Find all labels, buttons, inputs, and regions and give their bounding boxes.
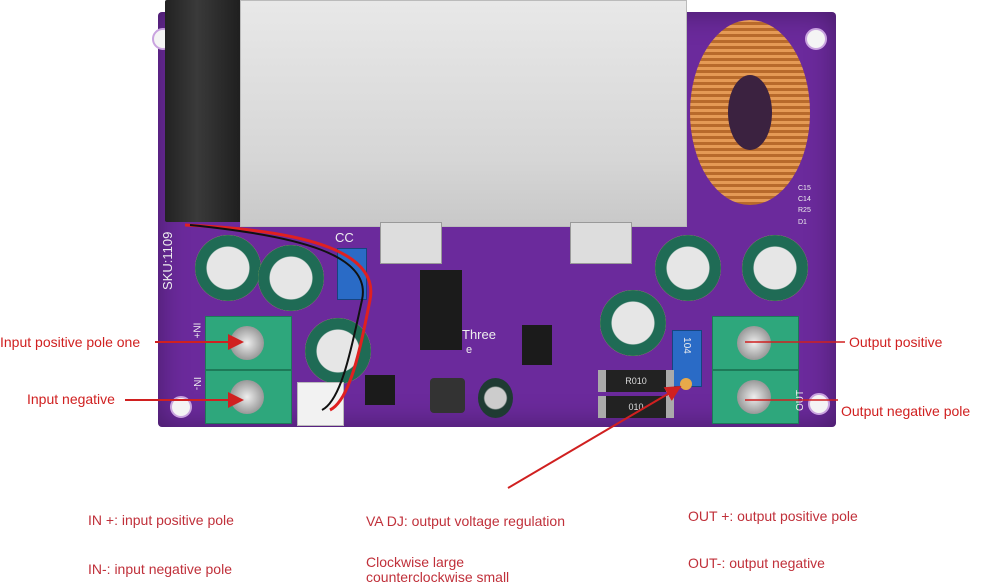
- callout-input-negative: Input negative: [27, 391, 115, 407]
- silk-overlay-text: Three: [462, 327, 496, 342]
- ic-chip: [365, 375, 395, 405]
- pot-adjust-screw[interactable]: [680, 378, 692, 390]
- legend-in-plus: IN +: input positive pole: [88, 512, 234, 528]
- silk-overlay-text-2: e: [466, 344, 473, 356]
- ic-chip: [420, 270, 462, 350]
- silk-cc: CC: [335, 230, 354, 245]
- mosfet-tab: [570, 222, 632, 264]
- capacitor: [655, 235, 721, 301]
- legend-out-plus: OUT +: output positive pole: [688, 508, 858, 524]
- capacitor: [195, 235, 261, 301]
- vadj-potentiometer[interactable]: [672, 330, 702, 387]
- capacitor: [600, 290, 666, 356]
- smd-inductor: [430, 378, 465, 413]
- legend-vadj: VA DJ: output voltage regulation: [366, 513, 565, 529]
- legend-vadj-note-2: counterclockwise small: [366, 569, 510, 585]
- input-negative-terminal: [205, 370, 292, 424]
- inductor-core: [728, 75, 772, 150]
- silk-c15: C15: [798, 185, 811, 192]
- capacitor: [742, 235, 808, 301]
- silk-c14: C14: [798, 196, 811, 203]
- callout-input-positive: Input positive pole one: [0, 334, 141, 350]
- mounting-hole: [808, 393, 830, 415]
- small-capacitor: [478, 378, 513, 418]
- heatsink: [240, 0, 687, 227]
- fan: [165, 0, 245, 222]
- legend-vadj-note-1: Clockwise large: [366, 554, 465, 570]
- ic-chip: [522, 325, 552, 365]
- mounting-hole: [805, 28, 827, 50]
- legend-out-minus: OUT-: output negative: [688, 555, 825, 571]
- mosfet-tab: [380, 222, 442, 264]
- legend-in-minus: IN-: input negative pole: [88, 561, 232, 577]
- output-positive-terminal: [712, 316, 799, 370]
- shunt-resistor: R010: [598, 370, 674, 392]
- silk-r25: R25: [798, 207, 811, 214]
- callout-output-positive: Output positive: [849, 334, 943, 350]
- silk-d1: D1: [798, 219, 807, 226]
- output-negative-terminal: [712, 370, 799, 424]
- cc-potentiometer[interactable]: [337, 248, 367, 300]
- capacitor: [258, 245, 324, 311]
- mounting-hole: [170, 396, 192, 418]
- callout-output-negative: Output negative pole: [841, 403, 971, 419]
